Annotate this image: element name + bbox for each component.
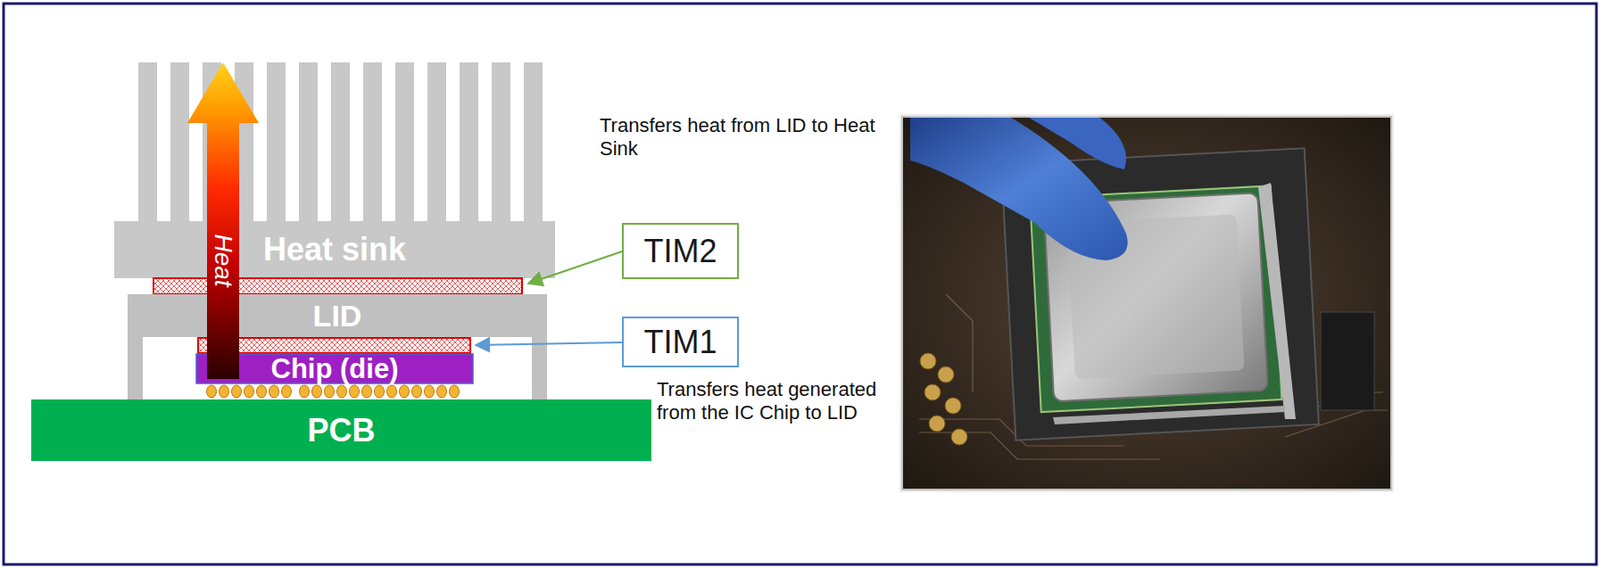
lid-box: LID [127,294,548,338]
pcb-box: PCB [31,399,652,462]
heat-sink-shape [114,62,556,279]
leader-arrow [475,342,622,346]
node-text: TIM1 [643,326,717,359]
frame [3,3,1597,565]
leader-arrow [528,251,622,284]
note-text: Transfers heat from LID to Heat Sink [599,114,877,161]
callout-box: TIM2 [621,223,739,280]
heat-arrow [187,62,259,380]
node-text: TIM2 [643,235,717,268]
cpu-photo [901,116,1393,491]
flow-label: Heat [210,233,236,287]
lid-shape [127,294,548,400]
chip-box: Chip (die) [196,354,473,384]
solder-balls [207,385,460,398]
node-text: Chip (die) [271,355,399,383]
callout-box: TIM1 [621,316,739,368]
note-text: Transfers heat generated from the IC Chi… [656,378,879,425]
node-text: PCB [306,414,375,448]
node-text: Heat sink [263,233,407,266]
pcb-shape [31,399,652,462]
heat-sink-box: Heat sink [114,221,556,279]
node-text: LID [313,300,363,332]
